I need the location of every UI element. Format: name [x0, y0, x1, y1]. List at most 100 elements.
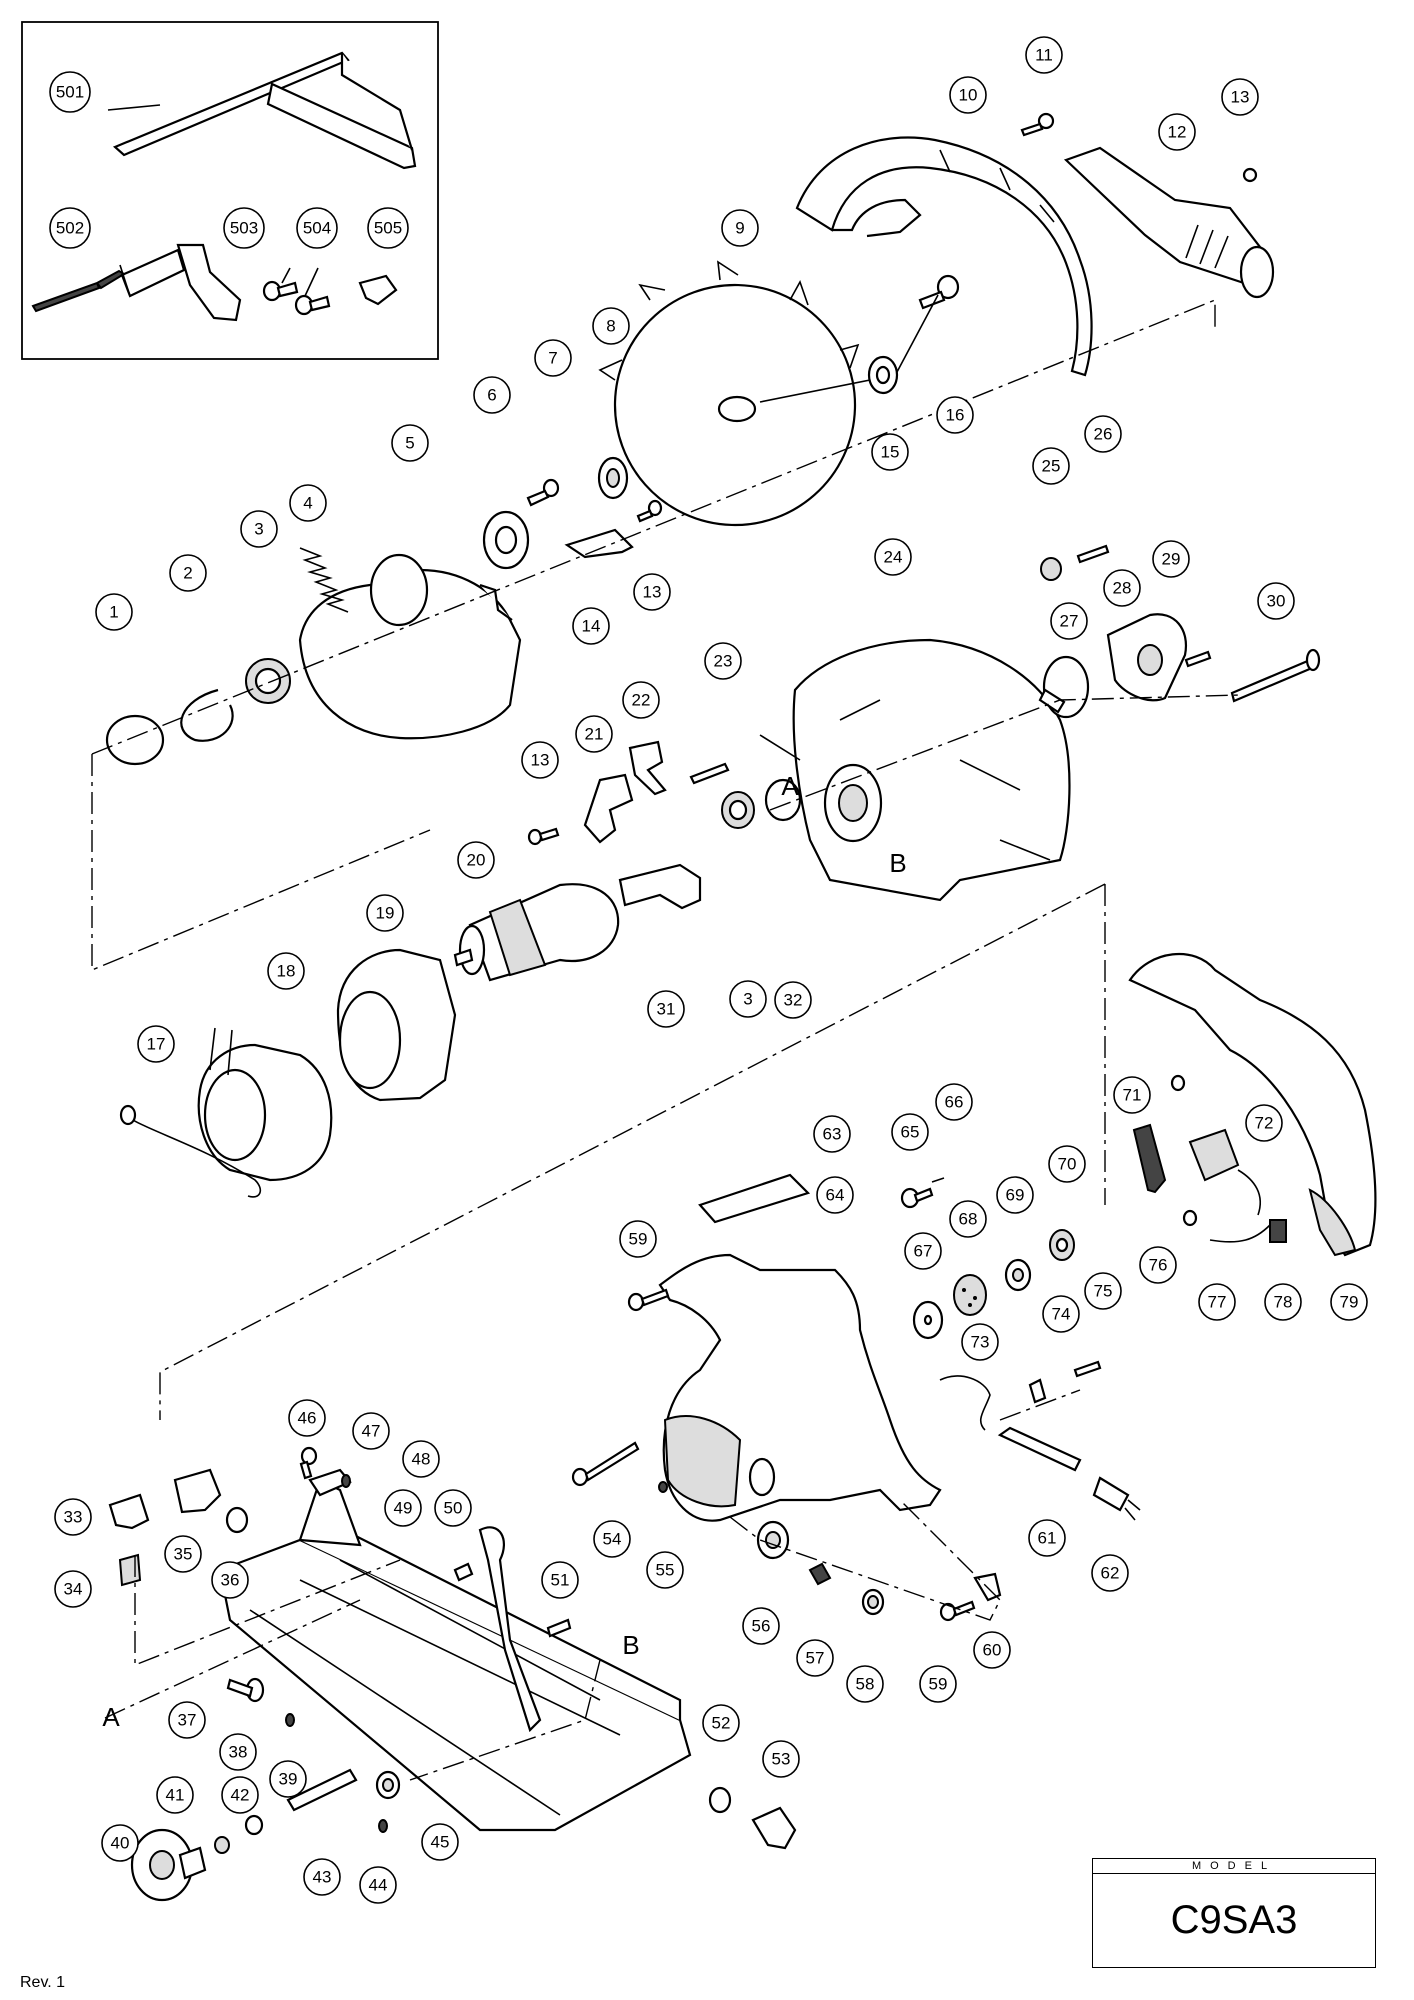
callout-70: 70 — [1048, 1145, 1086, 1183]
callout-number: 10 — [959, 86, 978, 105]
callout-12: 12 — [1158, 113, 1196, 151]
callout-circle — [935, 1083, 973, 1121]
callout-number: 31 — [657, 1000, 676, 1019]
callout-number: 49 — [394, 1499, 413, 1518]
callout-number: 13 — [1231, 88, 1250, 107]
callout-circle — [949, 1200, 987, 1238]
callout-circle — [891, 1113, 929, 1151]
callout-number: 13 — [643, 583, 662, 602]
knob-35-drawing — [173, 1468, 222, 1514]
callout-505: 505 — [367, 207, 409, 249]
screw-13c-drawing — [527, 827, 560, 846]
callout-circle — [402, 1440, 440, 1478]
callout-61: 61 — [1028, 1519, 1066, 1557]
lead-wire-drawing — [124, 1114, 262, 1198]
callout-number: 48 — [412, 1450, 431, 1469]
axis-line-e — [104, 1599, 601, 1781]
screw-13b-drawing — [636, 499, 663, 523]
callout-number: 65 — [901, 1123, 920, 1142]
callout-number: 27 — [1060, 612, 1079, 631]
callout-number: 76 — [1149, 1256, 1168, 1275]
callout-circle — [762, 1740, 800, 1778]
washer-36-drawing — [225, 1506, 249, 1534]
callout-57: 57 — [796, 1639, 834, 1677]
callout-13: 13 — [633, 573, 671, 611]
callout-number: 43 — [313, 1868, 332, 1887]
callout-circle — [919, 1665, 957, 1703]
callout-number: 503 — [230, 219, 258, 238]
callout-circle — [813, 1115, 851, 1153]
screw-59b-drawing — [939, 1600, 976, 1622]
callout-number: 45 — [431, 1833, 450, 1852]
callout-circle — [303, 1858, 341, 1896]
callout-number: 19 — [376, 904, 395, 923]
screw-65-drawing — [900, 1187, 934, 1209]
fan-guide-drawing — [336, 948, 457, 1102]
callout-13: 13 — [521, 741, 559, 779]
model-number: C9SA3 — [1170, 1898, 1298, 1942]
callout-7: 7 — [534, 339, 572, 377]
callout-circle — [949, 76, 987, 114]
callout-number: 72 — [1255, 1114, 1274, 1133]
callout-59: 59 — [919, 1665, 957, 1703]
stator-drawing — [197, 1027, 333, 1182]
callout-circle — [269, 1760, 307, 1798]
set-screw-44-drawing — [378, 1819, 388, 1833]
callout-number: 5 — [405, 434, 414, 453]
callout-79: 79 — [1330, 1283, 1368, 1321]
callout-number: 9 — [735, 219, 744, 238]
washer-15-drawing — [867, 355, 899, 395]
callout-circle — [1025, 36, 1063, 74]
callout-circle — [871, 433, 909, 471]
callout-13: 13 — [1221, 78, 1259, 116]
callout-circle — [646, 1551, 684, 1589]
callout-circle — [296, 207, 338, 249]
callout-74: 74 — [1042, 1295, 1080, 1333]
pin-51-drawing — [546, 1618, 572, 1638]
callout-number: 77 — [1208, 1293, 1227, 1312]
callout-19: 19 — [366, 894, 404, 932]
accessories-inset-box — [21, 21, 439, 360]
terminal-ring-drawing — [119, 1104, 137, 1126]
callout-number: 40 — [111, 1834, 130, 1853]
callout-73: 73 — [961, 1323, 999, 1361]
callout-circle — [219, 1733, 257, 1771]
callout-3: 3 — [240, 510, 278, 548]
callout-circle — [572, 607, 610, 645]
callout-25: 25 — [1032, 447, 1070, 485]
callout-circle — [1152, 540, 1190, 578]
callout-number: 15 — [881, 443, 900, 462]
callout-number: 51 — [551, 1571, 570, 1590]
callout-number: 504 — [303, 219, 331, 238]
callout-5: 5 — [391, 424, 429, 462]
spring-66-drawing — [931, 1177, 945, 1183]
trigger-76-drawing — [1132, 1123, 1167, 1194]
brush-holder-56-drawing — [756, 1520, 790, 1560]
callout-circle — [156, 1776, 194, 1814]
callout-45: 45 — [421, 1823, 459, 1861]
callout-number: 38 — [229, 1743, 248, 1762]
callout-67: 67 — [904, 1232, 942, 1270]
knob-40-drawing — [130, 1828, 207, 1902]
callout-37: 37 — [168, 1701, 206, 1739]
callout-76: 76 — [1139, 1246, 1177, 1284]
callout-circle — [647, 990, 685, 1028]
callout-9: 9 — [721, 209, 759, 247]
callout-circle — [366, 894, 404, 932]
callout-circle — [633, 573, 671, 611]
callout-circle — [1091, 1554, 1129, 1592]
callout-75: 75 — [1084, 1272, 1122, 1310]
callout-number: 67 — [914, 1242, 933, 1261]
callout-number: 59 — [629, 1230, 648, 1249]
callout-circle — [729, 980, 767, 1018]
bushing-69-drawing — [1004, 1258, 1032, 1292]
callout-33: 33 — [54, 1498, 92, 1536]
callout-number: 4 — [303, 494, 312, 513]
long-bolt-drawing — [1230, 648, 1321, 703]
callout-number: 42 — [231, 1786, 250, 1805]
callout-circle — [1032, 447, 1070, 485]
callout-28: 28 — [1103, 569, 1141, 607]
callout-circle — [592, 307, 630, 345]
callout-48: 48 — [402, 1440, 440, 1478]
